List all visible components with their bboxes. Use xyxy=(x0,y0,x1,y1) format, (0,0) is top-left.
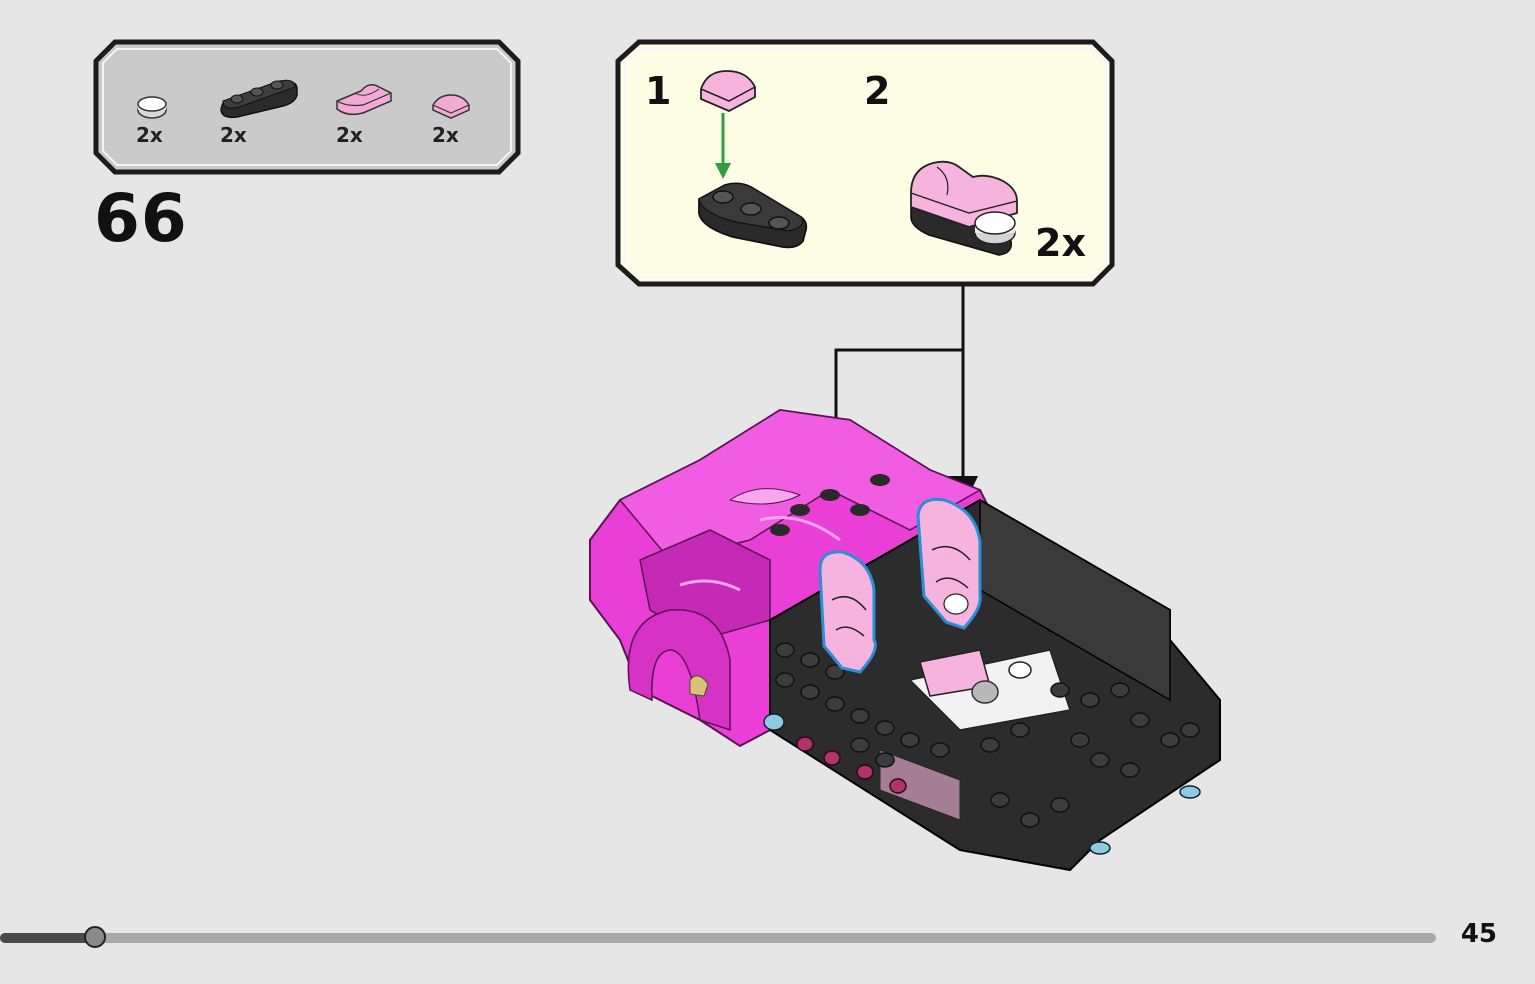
rear-lights xyxy=(796,736,907,794)
progress-track xyxy=(0,933,1436,943)
part-qty: 2x xyxy=(336,123,363,147)
white-round-tile-icon xyxy=(974,211,1016,245)
parts-panel-frame xyxy=(93,39,521,175)
transparent-stud-icon xyxy=(971,680,999,704)
substep-1-illustration xyxy=(698,70,808,249)
substep-number-1: 1 xyxy=(645,69,672,113)
car-body-magenta xyxy=(589,408,1002,748)
pink-rounded-tile-icon xyxy=(700,70,756,112)
part-qty: 2x xyxy=(220,123,247,147)
substep-quantity: 2x xyxy=(1035,221,1086,265)
progress-fill xyxy=(0,933,95,943)
part-qty: 2x xyxy=(432,123,459,147)
chassis-studs xyxy=(775,642,1200,828)
step-number: 66 xyxy=(94,180,188,257)
parts-list-panel: 2x 2x 2x 2x xyxy=(93,39,521,175)
progress-knob[interactable] xyxy=(84,926,106,948)
black-plate-1x3-icon xyxy=(220,79,298,119)
page-number: 45 xyxy=(1460,919,1497,949)
seat-left xyxy=(818,550,877,674)
white-round-tile-icon xyxy=(137,96,167,119)
pink-curved-slope-icon xyxy=(336,84,392,116)
part-qty: 2x xyxy=(136,123,163,147)
white-stud-icon xyxy=(1008,661,1032,679)
substep-number-2: 2 xyxy=(864,69,891,113)
pink-rounded-tile-icon xyxy=(432,94,470,119)
black-plate-1x3-icon xyxy=(698,182,808,249)
axle-pins xyxy=(763,713,1201,855)
seat-right xyxy=(916,497,982,630)
subassembly-panel: 1 2 2x xyxy=(615,39,1115,288)
substep-2-illustration xyxy=(910,160,1018,256)
main-model-illustration xyxy=(589,408,1221,872)
green-arrow-icon xyxy=(715,113,731,179)
